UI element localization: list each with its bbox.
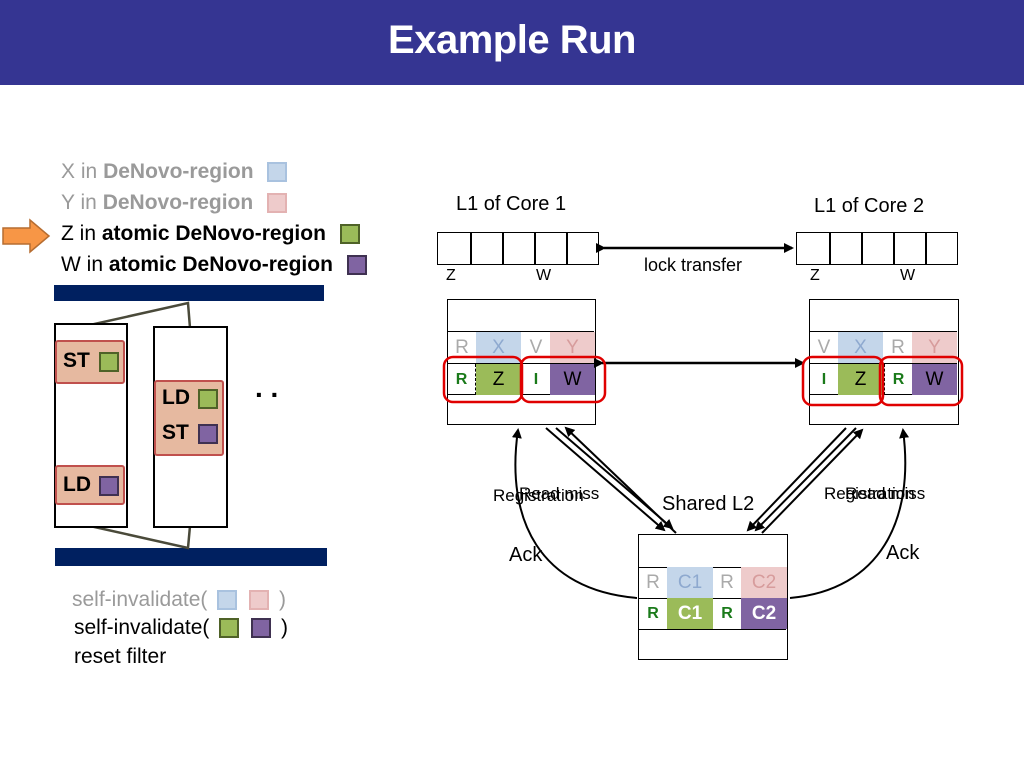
core2-r2-data2: W	[912, 364, 957, 395]
legend-region: DeNovo-region	[103, 160, 254, 183]
legend-in: in	[80, 191, 97, 214]
core2-readmiss-arrow	[746, 427, 847, 532]
op-label: ST	[162, 421, 189, 444]
purple-icon	[99, 476, 119, 496]
slide-title: Example Run	[388, 18, 636, 62]
ack-left-label: Ack	[509, 544, 543, 566]
l2-r2-state2: R	[721, 605, 733, 622]
right-registration-label: Registration	[824, 484, 915, 503]
op-label: LD	[162, 386, 190, 409]
legend-in: in	[80, 160, 98, 183]
core1-r2-state1: R	[448, 364, 476, 395]
legend-in: in	[86, 253, 104, 276]
thread1-load: LD	[55, 465, 125, 505]
core2-registration-arrow	[754, 427, 857, 532]
legend-region: DeNovo-region	[102, 191, 254, 214]
highlight-core1-w	[519, 355, 607, 404]
core1-r2-state2: I	[533, 371, 539, 388]
legend-x: X in DeNovo-region	[61, 160, 288, 184]
blue-icon	[267, 162, 288, 182]
core2-r1-state2: R	[891, 337, 905, 358]
op-label: ST	[63, 349, 90, 372]
l2-r1-data2: C2	[741, 567, 787, 598]
reset-filter: reset filter	[74, 645, 167, 668]
text: )	[280, 616, 288, 639]
bottom-barrier	[55, 548, 327, 566]
green-icon	[219, 618, 240, 638]
thread2-ops: LD ST	[154, 380, 224, 456]
l2-r1-data1: C1	[667, 567, 713, 598]
highlight-core2-z	[801, 355, 885, 407]
l2-r2-state1: R	[647, 605, 659, 622]
thread1-store: ST	[55, 340, 125, 384]
core2-filter-z: Z	[810, 267, 820, 284]
core2-filter-w: W	[900, 267, 916, 284]
lock-transfer-label: lock transfer	[644, 255, 743, 275]
left-readmiss-label: Read miss	[519, 484, 600, 503]
core2-title: L1 of Core 2	[814, 195, 925, 217]
right-readmiss-label: Read miss	[845, 484, 926, 503]
l2-r2-data1: C1	[667, 598, 713, 629]
highlight-core1-z	[442, 355, 524, 404]
ack-left-arrow	[511, 428, 638, 599]
ack-right-arrow	[789, 428, 910, 599]
core1-registration-arrow	[545, 427, 666, 532]
core1-filter-z: Z	[446, 267, 456, 284]
top-barrier	[54, 285, 324, 301]
legend-y: Y in DeNovo-region	[61, 191, 288, 215]
legend-var: Z	[61, 222, 74, 245]
core1-r2-data2: W	[550, 364, 595, 395]
legend-var: W	[61, 253, 81, 276]
self-invalidate-inactive: self-invalidate( )	[72, 588, 286, 612]
core1-r1-state2: V	[529, 337, 543, 358]
core2-r2-state1: I	[821, 371, 827, 388]
core2-filter	[796, 232, 958, 265]
core2-r2-data1: Z	[838, 364, 883, 395]
purple-icon	[251, 618, 272, 638]
shared-l2-title: Shared L2	[662, 493, 755, 515]
self-invalidate-active: self-invalidate( )	[74, 616, 288, 640]
legend-z: Z in atomic DeNovo-region	[61, 222, 360, 246]
core1-r2-data1: Z	[476, 364, 521, 395]
title-bar	[0, 0, 1024, 85]
text: )	[278, 588, 286, 611]
l2-r1-state2: R	[720, 572, 734, 593]
purple-icon	[198, 424, 218, 444]
legend-region: atomic DeNovo-region	[108, 253, 333, 276]
pink-icon	[267, 193, 288, 213]
green-icon	[198, 389, 218, 409]
green-icon	[339, 224, 360, 244]
text: self-invalidate(	[74, 616, 210, 639]
green-icon	[99, 352, 119, 372]
core1-r1-state1: R	[455, 337, 469, 358]
op-label: LD	[63, 473, 91, 496]
text: self-invalidate(	[72, 588, 208, 611]
legend-in: in	[79, 222, 97, 245]
legend-var: X	[61, 160, 76, 183]
legend-region: atomic DeNovo-region	[101, 222, 326, 245]
core2-r1-state1: V	[817, 337, 831, 358]
pink-icon	[249, 590, 270, 610]
highlight-core2-w	[878, 355, 964, 407]
legend-w: W in atomic DeNovo-region	[61, 253, 367, 277]
core1-filter-w: W	[536, 267, 552, 284]
core2-r2-state2: R	[884, 364, 912, 395]
core1-response-arrow	[564, 426, 677, 534]
pointer-arrow-icon	[2, 218, 51, 254]
l2-r2-data2: C2	[741, 598, 787, 629]
ellipsis: . .	[255, 372, 279, 403]
ack-right-label: Ack	[886, 542, 920, 564]
core2-response-arrow	[761, 428, 864, 534]
l2-r1-state1: R	[646, 572, 660, 593]
purple-icon	[346, 255, 367, 275]
blue-icon	[217, 590, 238, 610]
legend-var: Y	[61, 191, 75, 214]
left-registration-label: Registration	[493, 486, 584, 505]
core1-title: L1 of Core 1	[456, 193, 567, 215]
